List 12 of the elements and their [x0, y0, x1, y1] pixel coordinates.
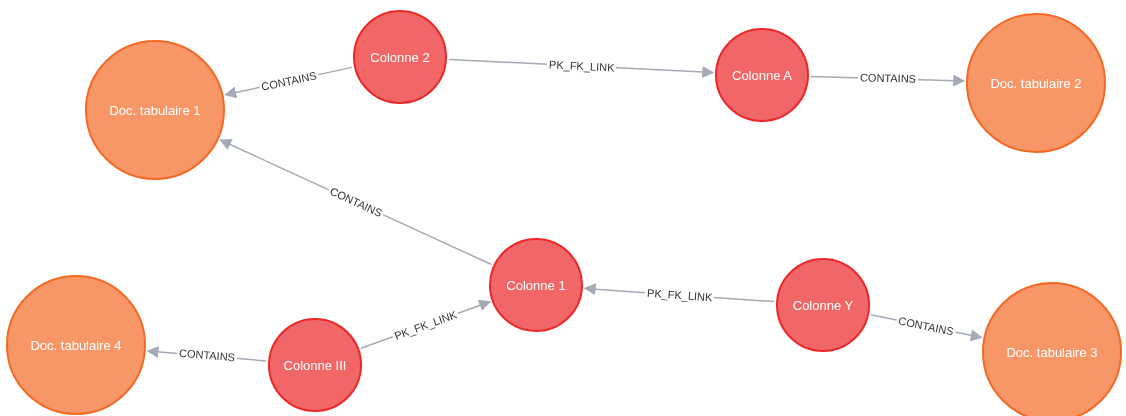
node-label: Doc. tabulaire 3 [1005, 344, 1099, 360]
edge-label: PK_FK_LINK [644, 286, 715, 304]
node-label: Doc. tabulaire 1 [108, 102, 202, 118]
node-label: Colonne 2 [369, 49, 431, 65]
edge-label: PK_FK_LINK [546, 57, 617, 75]
node-label: Colonne III [282, 357, 348, 373]
node-label: Colonne A [731, 67, 793, 83]
node-label: Doc. tabulaire 4 [29, 337, 123, 353]
edge-label: CONTAINS [176, 346, 238, 365]
node-label: Colonne Y [791, 297, 855, 313]
node-label: Colonne 1 [505, 277, 567, 293]
node-label: Doc. tabulaire 2 [989, 75, 1083, 91]
